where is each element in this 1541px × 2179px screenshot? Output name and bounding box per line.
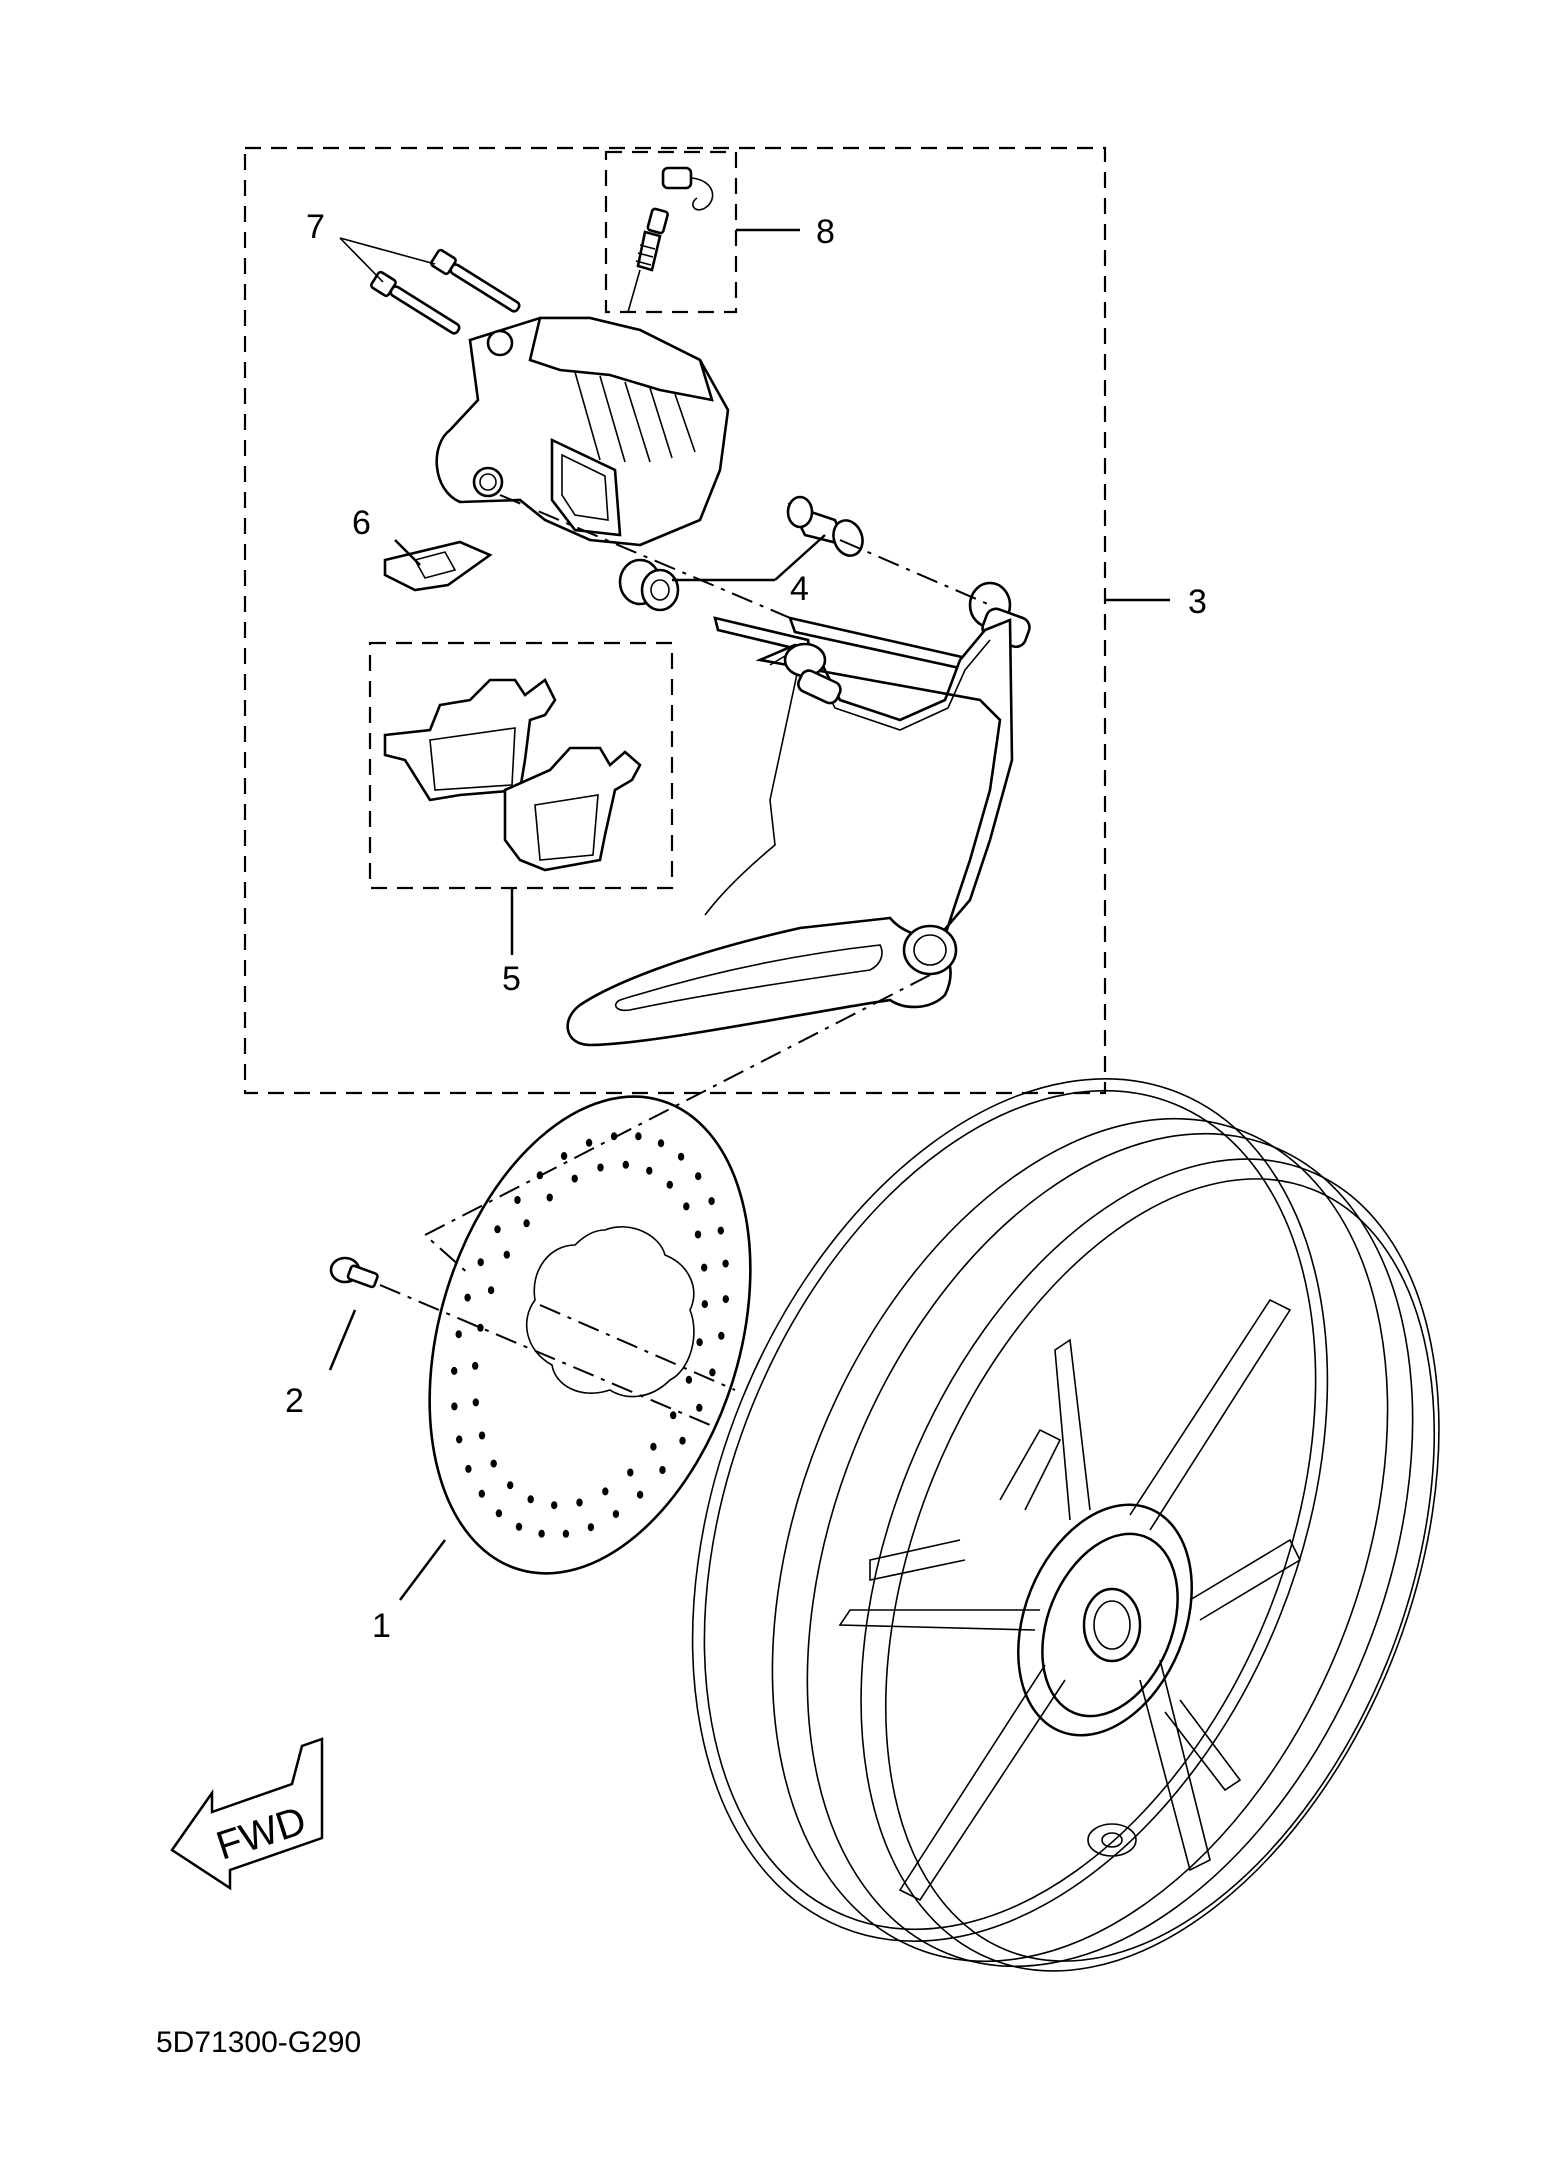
disc-hole (622, 1160, 629, 1169)
callout-7: 7 (306, 208, 325, 246)
disc-hole (722, 1259, 729, 1268)
disc-hole (538, 1529, 545, 1538)
pad-kit-box (368, 641, 674, 890)
disc-hole (679, 1436, 686, 1445)
disc-hole (666, 1180, 673, 1189)
disc-hole (515, 1522, 523, 1531)
pins (339, 237, 521, 335)
disc-hole (701, 1263, 708, 1272)
disc-hole (670, 1411, 677, 1420)
disc-hole (503, 1250, 510, 1259)
disc-hole (477, 1323, 484, 1332)
brake-disc (428, 1095, 752, 1575)
disc-hole (464, 1293, 471, 1302)
disc-hole (576, 1498, 583, 1507)
disc-hole (722, 1295, 729, 1304)
caliper-bracket (566, 581, 1031, 1047)
disc-hole (478, 1431, 486, 1440)
disc-hole (472, 1361, 479, 1370)
disc-hole (551, 1501, 558, 1510)
callout-2: 2 (285, 1382, 304, 1420)
disc-hole (585, 1138, 593, 1147)
disc-hole (708, 1197, 715, 1206)
bleed-screw-box (604, 150, 738, 314)
caliper-body (435, 316, 730, 547)
callout-4: 4 (790, 570, 809, 608)
disc-hole (717, 1226, 724, 1235)
disc-hole (659, 1466, 666, 1474)
disc-hole (507, 1481, 514, 1490)
callout-5: 5 (502, 960, 521, 998)
disc-hole (456, 1435, 463, 1444)
disc-hole (627, 1468, 634, 1477)
disc-hole (685, 1375, 693, 1384)
disc-hole (487, 1286, 495, 1295)
disc-hole (636, 1490, 644, 1499)
disc-hole (701, 1300, 708, 1309)
disc-hole (597, 1163, 604, 1172)
disc-hole (451, 1402, 458, 1411)
disc-hole (571, 1174, 578, 1183)
callout-8: 8 (816, 213, 835, 251)
leader-lines (328, 228, 1170, 1601)
sleeves (618, 495, 864, 612)
disc-hole (635, 1132, 642, 1141)
disc-hole (695, 1172, 702, 1181)
disc-hole (650, 1442, 657, 1451)
disc-hole (465, 1464, 472, 1473)
disc-bolt (329, 1256, 379, 1289)
disc-hole (494, 1225, 501, 1234)
fwd-arrow-icon: FWD (170, 1737, 324, 1891)
disc-hole (546, 1193, 553, 1202)
callout-6: 6 (352, 504, 371, 542)
disc-hole (696, 1403, 703, 1412)
disc-hole (612, 1510, 620, 1518)
disc-hole (477, 1258, 484, 1267)
disc-vent-holes (451, 1132, 729, 1538)
disc-hole (657, 1139, 665, 1148)
disc-hole (696, 1338, 703, 1347)
rear-wheel (691, 1078, 1440, 1972)
diagram-code: 5D71300-G290 (156, 2026, 361, 2059)
callout-1: 1 (372, 1607, 391, 1645)
disc-hole (527, 1495, 534, 1504)
disc-hole (694, 1230, 702, 1239)
callout-3: 3 (1188, 583, 1207, 621)
caliper-assembly-box (243, 146, 1107, 1095)
disc-hole (587, 1523, 595, 1532)
bleed-screw (627, 166, 714, 313)
disc-hole (718, 1331, 725, 1340)
disc-hole (602, 1487, 609, 1496)
disc-hole (472, 1398, 479, 1407)
disc-hole (560, 1152, 568, 1160)
disc-hole (455, 1330, 462, 1339)
disc-hole (709, 1368, 716, 1377)
disc-hole (683, 1202, 690, 1211)
disc-hole (523, 1219, 530, 1228)
disc-hole (495, 1509, 503, 1518)
disc-hole (514, 1196, 521, 1204)
spring-clip (383, 540, 493, 592)
disc-hole (478, 1489, 485, 1498)
brake-pads (383, 678, 642, 872)
disc-hole (646, 1166, 653, 1175)
disc-hole (490, 1459, 497, 1468)
disc-hole (451, 1366, 458, 1375)
disc-hole (677, 1152, 685, 1161)
disc-hole (562, 1529, 570, 1538)
